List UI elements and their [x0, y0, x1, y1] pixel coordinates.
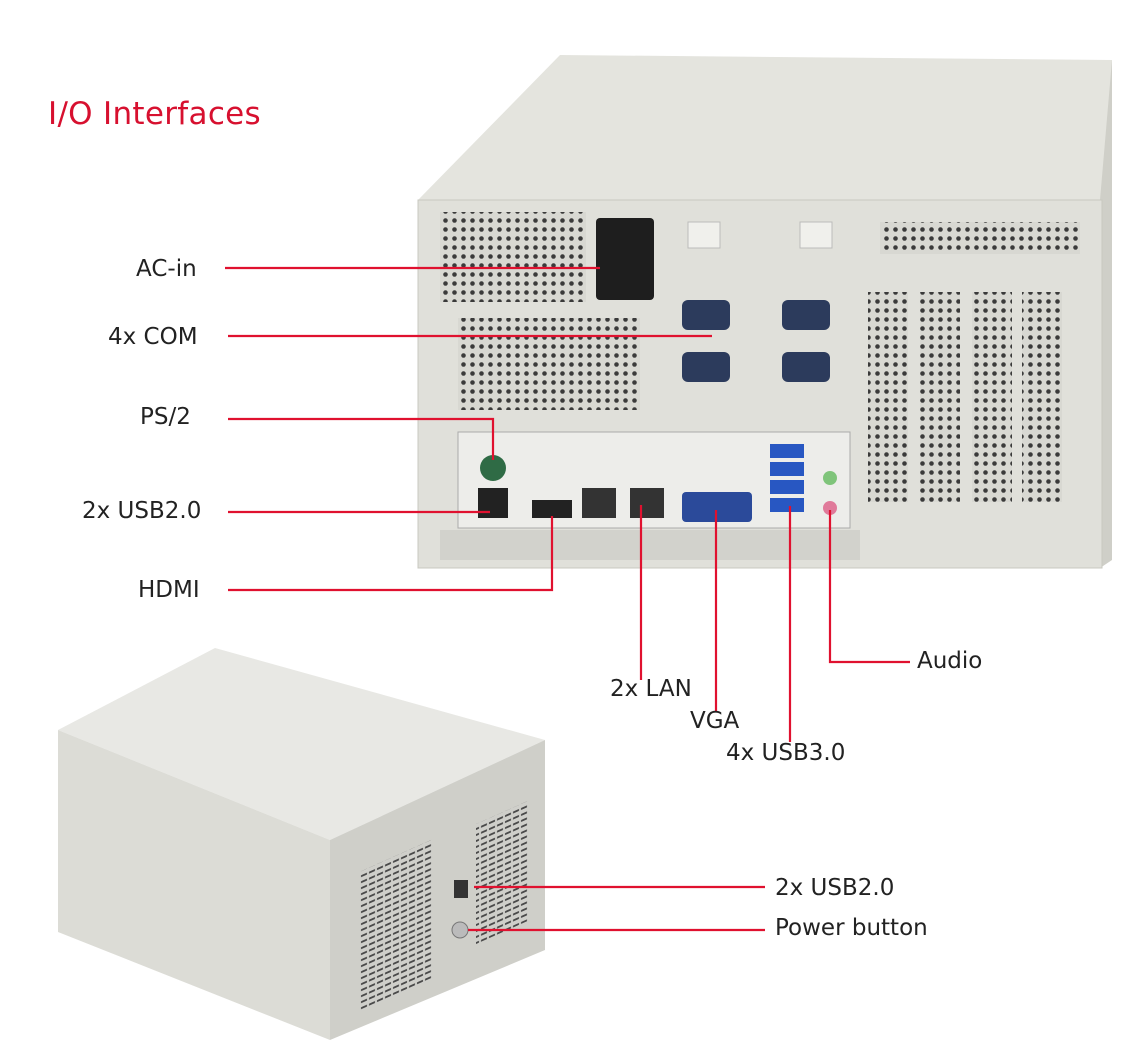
leader-lines [225, 266, 910, 932]
label-usb2-front: 2x USB2.0 [775, 875, 895, 901]
front-chassis [58, 648, 545, 1040]
com-ports [682, 300, 830, 382]
label-power-button: Power button [775, 915, 928, 941]
psu-fan-grille [440, 212, 586, 302]
label-audio: Audio [917, 648, 983, 674]
label-ac-in: AC-in [136, 256, 197, 282]
label-com: 4x COM [108, 324, 198, 350]
label-lan: 2x LAN [610, 676, 692, 702]
label-usb3: 4x USB3.0 [726, 740, 846, 766]
label-vga: VGA [690, 708, 740, 734]
expansion-slots [868, 292, 1062, 502]
label-ps2: PS/2 [140, 404, 191, 430]
ac-in-socket [596, 218, 654, 300]
label-usb2-rear: 2x USB2.0 [82, 498, 202, 524]
label-hdmi: HDMI [138, 577, 200, 603]
rear-chassis [417, 55, 1112, 569]
page-title: I/O Interfaces [48, 96, 261, 132]
